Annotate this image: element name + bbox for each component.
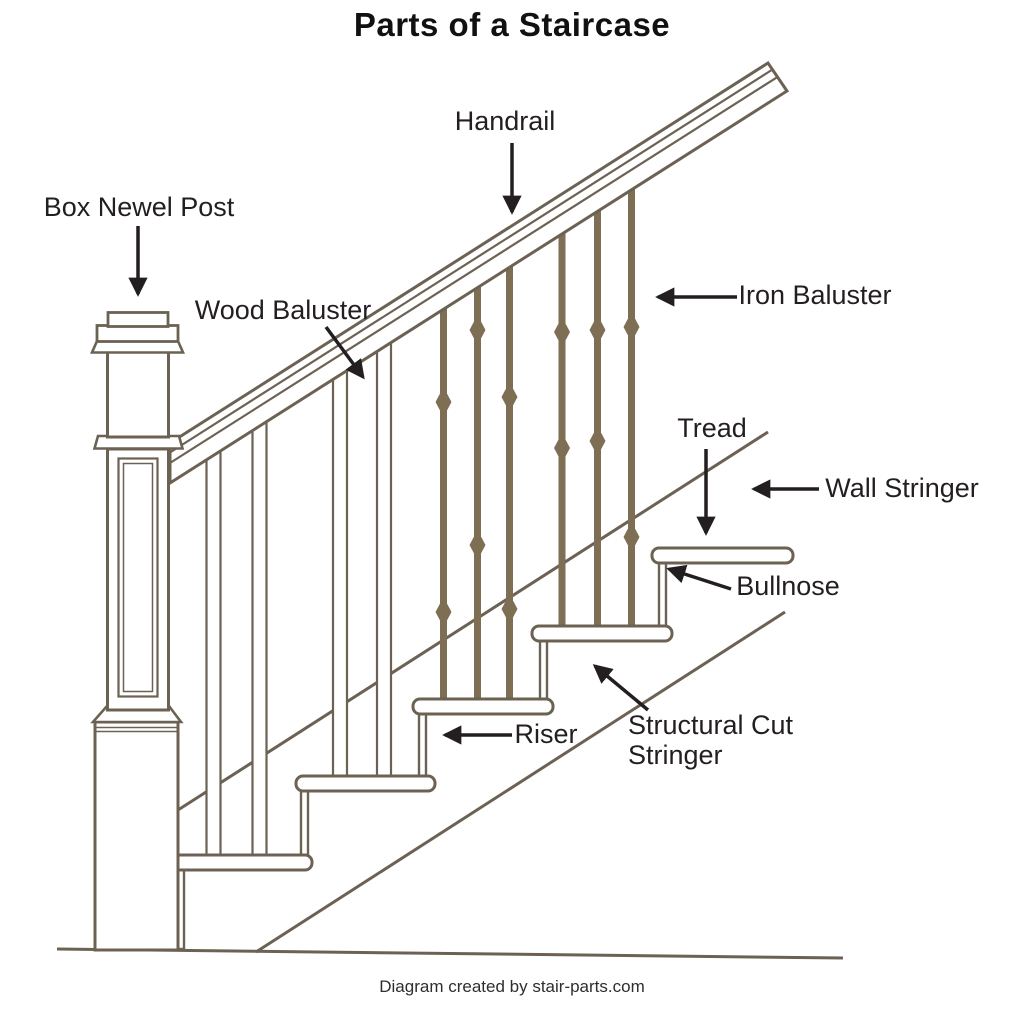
newel-panel-inner (122, 462, 154, 693)
baluster-diamond (623, 522, 640, 552)
wood-baluster-arrow (324, 325, 365, 380)
label-box-newel-post: Box Newel Post (43, 192, 235, 222)
label-handrail: Handrail (454, 106, 556, 136)
wood-baluster-shape (331, 364, 349, 780)
baluster-diamond (469, 530, 486, 560)
riser-shapes (175, 553, 668, 951)
leader-arrows (128, 143, 819, 745)
wood-baluster-shape (375, 336, 393, 780)
label-wall-stringer: Wall Stringer (825, 473, 979, 503)
baluster-diamond (469, 315, 486, 345)
floor-line (56, 947, 844, 960)
baluster-diamond (589, 426, 606, 456)
riser-shape (417, 704, 428, 778)
bullnose-arrow (666, 564, 732, 591)
baluster-diamond (435, 597, 452, 627)
wall-stringer-line (177, 430, 769, 812)
newel-base-block (93, 720, 180, 952)
tread-shape (411, 697, 555, 716)
tread-shape (171, 853, 314, 872)
label-riser: Riser (514, 719, 578, 749)
newel-lower-body (106, 447, 170, 712)
baluster-diamond (589, 315, 606, 345)
riser-shape (657, 553, 668, 628)
label-wood-baluster: Wood Baluster (194, 295, 372, 325)
iron-baluster-shape (440, 300, 447, 706)
iron-baluster-shapes (435, 182, 640, 706)
iron-baluster-shape (594, 203, 601, 633)
label-iron-baluster: Iron Baluster (738, 280, 892, 310)
newel-panel (117, 457, 159, 698)
label-structural-cut-stringer-line1: Structural Cut (628, 710, 794, 740)
tread-shape (530, 624, 674, 643)
baluster-diamond (501, 594, 518, 624)
tread-shape (294, 774, 437, 793)
cut-stringer-arrow (592, 664, 650, 712)
wood-baluster-shape (251, 416, 268, 859)
label-bullnose: Bullnose (736, 571, 840, 601)
baluster-diamond (554, 317, 570, 347)
baluster-diamond (554, 433, 570, 463)
baluster-diamond (623, 312, 640, 342)
newel-cap-top (106, 311, 170, 328)
label-structural-cut-stringer-line2: Stringer (628, 739, 723, 770)
newel-upper-body (106, 350, 170, 439)
newel-post-shape (90, 311, 185, 952)
label-structural-cut-stringer: Structural Cut Stringer (628, 710, 794, 770)
riser-shape (299, 781, 310, 857)
baluster-diamond (501, 382, 518, 412)
footer-credit: Diagram created by stair-parts.com (379, 977, 645, 996)
wood-baluster-shape (205, 443, 222, 859)
label-tread: Tread (677, 413, 747, 443)
baluster-diamond (435, 387, 452, 417)
iron-baluster-shape (628, 182, 635, 633)
iron-baluster-shape (474, 280, 481, 706)
iron-baluster-shape (558, 226, 566, 633)
riser-shape (538, 631, 549, 701)
cut-stringer-line (255, 610, 786, 954)
tread-shape (650, 546, 795, 565)
tread-shapes (171, 546, 795, 872)
iron-baluster-shape (506, 258, 513, 706)
page-title: Parts of a Staircase (353, 6, 671, 43)
